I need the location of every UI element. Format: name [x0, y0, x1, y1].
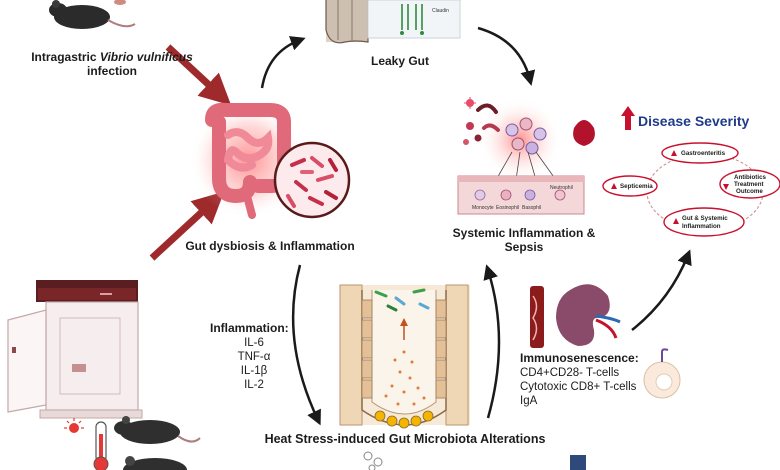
mouse-icon — [49, 0, 136, 29]
svg-text:Gut & Systemic: Gut & Systemic — [682, 215, 728, 222]
bottom-bar-icon — [570, 455, 586, 470]
thermometer-icon — [64, 418, 109, 470]
immuno-list: CD4+CD28- T-cells Cytotoxic CD8+ T-cells… — [520, 366, 636, 408]
cell-label-monocyte: Monocyte — [472, 205, 494, 211]
systemic-inflammation-icon: Monocyte Eosinophil Basophil Neutrophil — [457, 97, 595, 215]
systemic-label-line2: Sepsis — [504, 240, 544, 254]
cell-label-eosinophil: Eosinophil — [496, 205, 519, 211]
svg-text:Treatment: Treatment — [734, 181, 764, 188]
svg-text:Antibiotics: Antibiotics — [734, 174, 767, 181]
cytokine-tnf: TNF-α — [237, 351, 271, 363]
gut-to-leaky-arrow — [260, 36, 306, 89]
svg-text:Outcome: Outcome — [736, 188, 763, 195]
mouse-icon-bottom — [114, 416, 201, 470]
infection-label: Intragastric Vibrio vulnificus infection — [2, 50, 222, 78]
epithelium-icon: Claudin — [325, 0, 461, 44]
bacteria-circle-icon — [273, 141, 351, 219]
severity-network: Gastroenteritis Septicemia Antibiotics T… — [602, 106, 780, 237]
severity-node-septicemia: Septicemia — [602, 175, 658, 197]
claudin-label: Claudin — [432, 8, 449, 14]
infection-label-line2: infection — [87, 64, 137, 78]
cytokine-il2: IL-2 — [244, 379, 264, 391]
svg-text:Gastroenteritis: Gastroenteritis — [681, 150, 726, 157]
immuno-item-cd4: CD4+CD28- T-cells — [520, 367, 620, 379]
svg-text:Inflammation: Inflammation — [682, 223, 721, 230]
cytokine-il6: IL-6 — [244, 337, 264, 349]
cell-label-neutrophil: Neutrophil — [550, 185, 573, 191]
gut-dysbiosis-label: Gut dysbiosis & Inflammation — [185, 239, 355, 253]
blood-vessel-icon — [530, 286, 544, 348]
severity-node-gut-systemic: Gut & Systemic Inflammation — [663, 207, 745, 237]
kidney-icon — [556, 284, 621, 346]
cytokine-il1b: IL-1β — [240, 365, 268, 377]
infection-label-species: Vibrio vulnificus — [99, 50, 193, 64]
inflammation-title: Inflammation: — [210, 321, 289, 335]
severity-up-arrow-icon — [621, 106, 635, 130]
svg-text:Septicemia: Septicemia — [620, 183, 653, 190]
cell-label-basophil: Basophil — [522, 205, 541, 211]
leaky-gut-label: Leaky Gut — [370, 54, 430, 68]
leaky-to-systemic-arrow — [477, 26, 536, 86]
bottom-particles — [363, 451, 383, 470]
left-cycle-arrow — [291, 264, 321, 426]
disease-severity-title: Disease Severity — [638, 113, 750, 129]
lymphocyte-icon — [643, 348, 681, 399]
gut-crypt-icon — [339, 284, 470, 429]
heat-chamber-icon — [7, 280, 143, 419]
cytokine-list: IL-6 TNF-α IL-1β IL-2 — [228, 336, 280, 392]
immunosenescence-title: Immunosenescence: — [520, 351, 639, 365]
infection-label-prefix: Intragastric — [31, 50, 100, 64]
systemic-inflammation-label: Systemic Inflammation & Sepsis — [444, 226, 604, 254]
infection-to-gut-arrow — [165, 44, 232, 106]
immuno-item-cd8: Cytotoxic CD8+ T-cells — [520, 381, 637, 393]
heat-to-gut-arrow — [149, 191, 225, 261]
to-severity-arrow — [631, 249, 692, 331]
severity-node-antibiotics: Antibiotics Treatment Outcome — [719, 169, 780, 199]
heat-stress-label: Heat Stress-induced Gut Microbiota Alter… — [264, 432, 546, 446]
systemic-label-line1: Systemic Inflammation & — [452, 226, 596, 240]
right-cycle-arrow — [483, 264, 501, 419]
severity-node-gastroenteritis: Gastroenteritis — [661, 142, 739, 164]
immuno-item-iga: IgA — [520, 395, 538, 407]
